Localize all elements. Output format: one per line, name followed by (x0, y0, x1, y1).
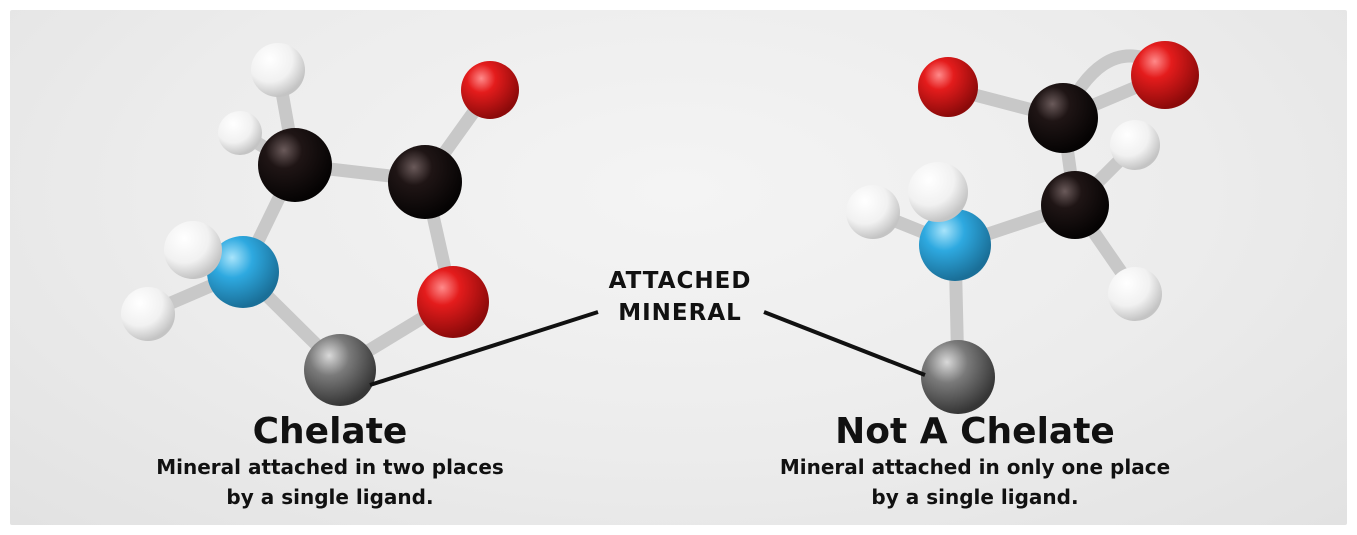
non-chelate-caption: Not A Chelate Mineral attached in only o… (725, 412, 1225, 512)
non-chelate-molecule (846, 41, 1199, 414)
attached-mineral-label: ATTACHED MINERAL (575, 265, 785, 329)
hydrogen-atom (1110, 120, 1160, 170)
hydrogen-atom (846, 185, 900, 239)
carbon-atom (1028, 83, 1098, 153)
hydrogen-atom (1108, 267, 1162, 321)
hydrogen-atom (121, 287, 175, 341)
chelate-description-line-1: Mineral attached in two places (95, 452, 565, 482)
oxygen-atom (417, 266, 489, 338)
chelate-molecule (121, 43, 519, 406)
oxygen-atom (1131, 41, 1199, 109)
carbon-atom (388, 145, 462, 219)
oxygen-atom (461, 61, 519, 119)
oxygen-atom (918, 57, 978, 117)
non-chelate-bonds (873, 56, 1165, 375)
chelate-title: Chelate (95, 412, 565, 452)
callout-line-right (764, 312, 925, 375)
non-chelate-description-line-2: by a single ligand. (725, 482, 1225, 512)
chelate-caption: Chelate Mineral attached in two places b… (95, 412, 565, 512)
carbon-atom (1041, 171, 1109, 239)
carbon-atom (258, 128, 332, 202)
callout-line-2: MINERAL (575, 297, 785, 329)
mineral-atom (921, 340, 995, 414)
non-chelate-description-line-1: Mineral attached in only one place (725, 452, 1225, 482)
chelate-description-line-2: by a single ligand. (95, 482, 565, 512)
hydrogen-atom (218, 111, 262, 155)
mineral-atom (304, 334, 376, 406)
callout-line-1: ATTACHED (575, 265, 785, 297)
hydrogen-atom (251, 43, 305, 97)
hydrogen-atom (908, 162, 968, 222)
non-chelate-title: Not A Chelate (725, 412, 1225, 452)
hydrogen-atom (164, 221, 222, 279)
